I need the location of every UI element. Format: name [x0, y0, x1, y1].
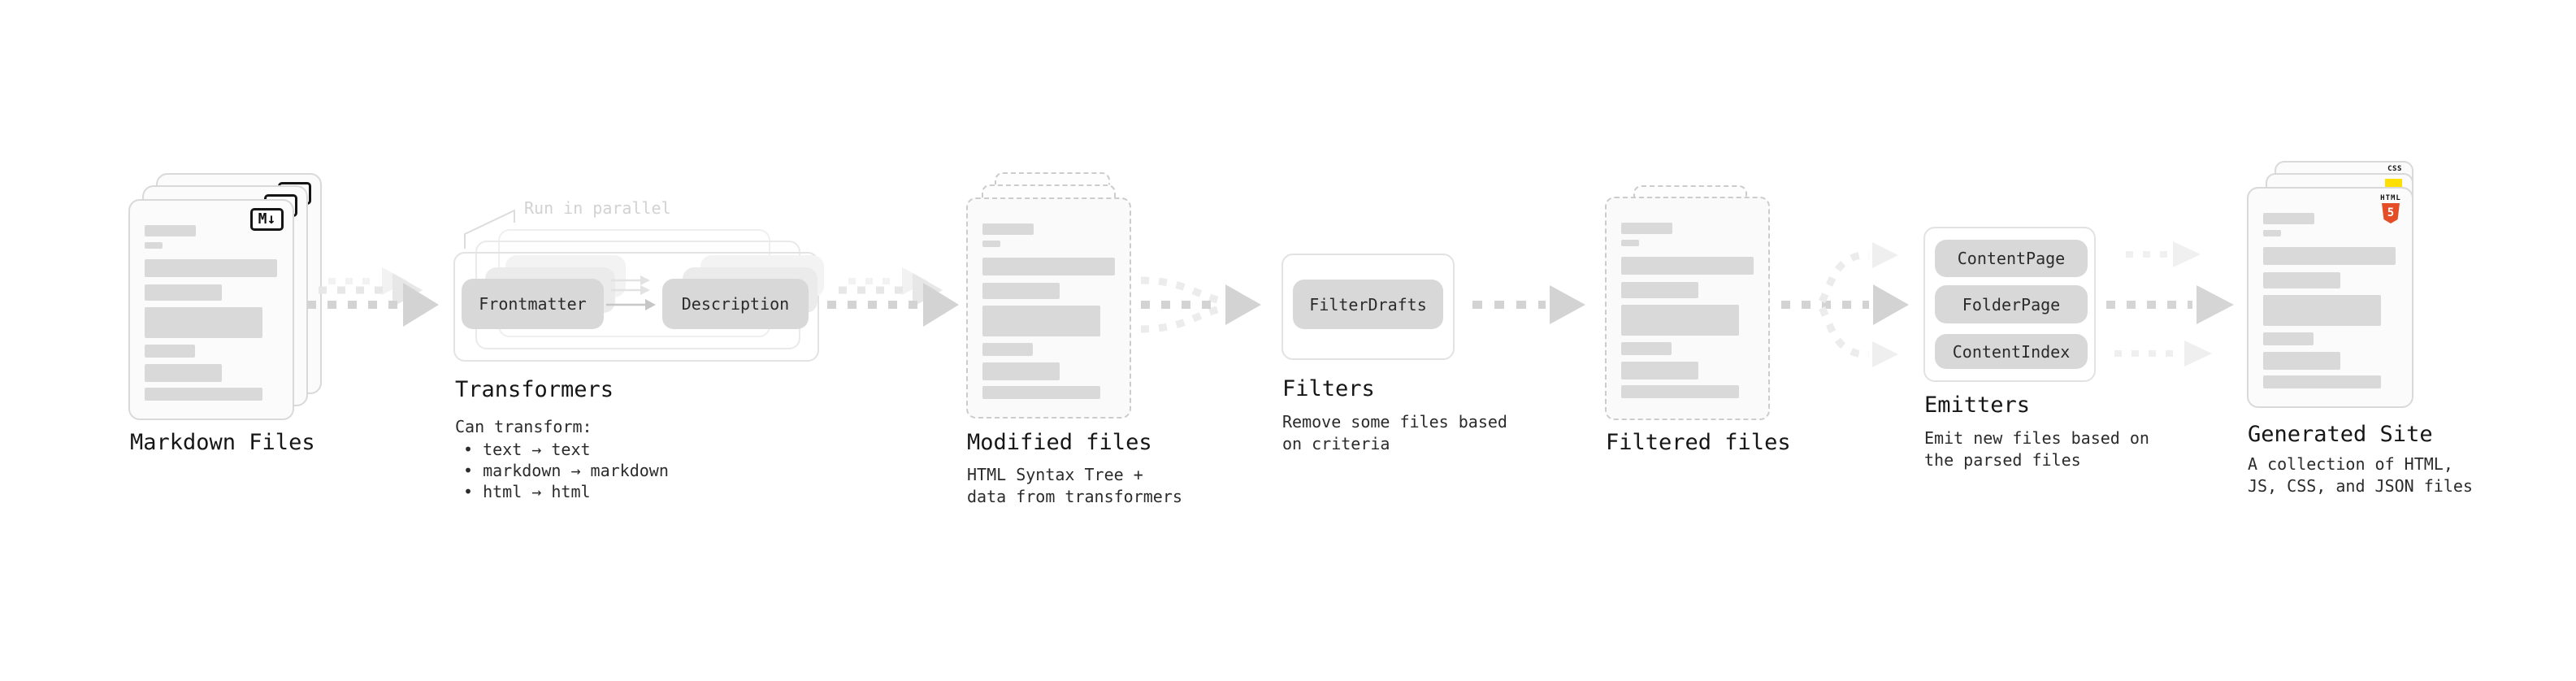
placeholder-bar	[2263, 272, 2340, 288]
doc-content-bars	[982, 223, 1115, 399]
generated-site-stack: CSS HTML 5	[2247, 161, 2418, 413]
placeholder-bar	[982, 343, 1033, 356]
placeholder-bar	[145, 284, 222, 301]
doc-content-bars	[145, 225, 277, 401]
placeholder-bar	[1621, 342, 1672, 355]
placeholder-bar	[982, 386, 1100, 399]
placeholder-bar	[1621, 282, 1698, 298]
filterdrafts-pill: FilterDrafts	[1293, 280, 1443, 329]
placeholder-bar	[982, 223, 1034, 235]
placeholder-bar	[145, 225, 196, 236]
markdown-file-card: M↓	[128, 199, 294, 420]
placeholder-bar	[1621, 240, 1639, 246]
placeholder-bar	[982, 258, 1115, 275]
subtitle-line: JS, CSS, and JSON files	[2248, 476, 2473, 496]
arrow-modified-to-filters	[1140, 276, 1261, 333]
contentindex-pill: ContentIndex	[1935, 334, 2088, 369]
subtitle-line: on criteria	[1282, 434, 1390, 453]
stage-title-filtered: Filtered files	[1606, 430, 1791, 455]
emitters-box: ContentPage FolderPage ContentIndex	[1923, 227, 2096, 382]
placeholder-bar	[145, 364, 222, 382]
doc-content-bars	[1621, 223, 1754, 398]
css-icon-label: CSS	[2387, 165, 2402, 173]
emitters-subtitle: Emit new files based on the parsed files	[1924, 427, 2149, 471]
transform-bullet: • markdown → markdown	[463, 461, 669, 480]
stage-title-modified: Modified files	[967, 430, 1152, 455]
placeholder-bar	[2263, 332, 2314, 345]
html-file-card: HTML 5	[2247, 187, 2413, 408]
transformer-container	[453, 252, 819, 362]
stage-title-transformers: Transformers	[455, 377, 614, 402]
placeholder-bar	[145, 345, 195, 358]
markdown-icon: M↓	[250, 208, 284, 231]
transform-bullet: • text → text	[463, 440, 591, 459]
subtitle-line: HTML Syntax Tree +	[967, 465, 1143, 484]
filters-box: FilterDrafts	[1281, 254, 1455, 360]
placeholder-bar	[145, 242, 163, 249]
placeholder-bar	[1621, 257, 1754, 275]
run-in-parallel-note: Run in parallel	[524, 198, 671, 218]
placeholder-bar	[1621, 223, 1672, 234]
html5-icon: HTML 5	[2380, 194, 2401, 223]
placeholder-bar	[145, 259, 277, 277]
placeholder-bar	[1621, 362, 1698, 380]
subtitle-line: Emit new files based on	[1924, 428, 2149, 448]
subtitle-line: Remove some files based	[1282, 412, 1507, 432]
transformers-heading: Can transform:	[455, 417, 592, 436]
placeholder-bar	[982, 283, 1060, 299]
generated-subtitle: A collection of HTML, JS, CSS, and JSON …	[2248, 453, 2473, 497]
stage-title-generated: Generated Site	[2248, 422, 2433, 447]
transformers-bullet-list: • text → text • markdown → markdown • ht…	[463, 439, 669, 502]
arrow-filters-to-filtered	[1472, 285, 1585, 324]
contentpage-pill: ContentPage	[1935, 240, 2088, 277]
stage-title-emitters: Emitters	[1924, 393, 2031, 418]
placeholder-bar	[2263, 375, 2381, 388]
arrow-transformers-to-modified	[827, 267, 959, 327]
modified-subtitle: HTML Syntax Tree + data from transformer…	[967, 464, 1182, 508]
html5-icon-label: HTML	[2380, 194, 2401, 202]
placeholder-bar	[982, 362, 1060, 380]
modified-files-stack	[966, 172, 1133, 420]
folderpage-pill: FolderPage	[1935, 285, 2088, 323]
transformers-visual: Frontmatter Description	[452, 228, 826, 370]
doc-content-bars	[2263, 213, 2396, 388]
frontmatter-pill: Frontmatter	[462, 279, 604, 329]
filtered-files-stack	[1605, 185, 1772, 421]
arrow-markdown-to-transformers	[307, 267, 439, 327]
filters-subtitle: Remove some files based on criteria	[1282, 411, 1507, 455]
placeholder-bar	[2263, 213, 2314, 224]
subtitle-line: the parsed files	[1924, 450, 2081, 470]
arrow-emitters-to-generated	[2106, 241, 2234, 367]
placeholder-bar	[2263, 247, 2396, 265]
js-icon	[2385, 179, 2402, 188]
modified-file-card	[966, 197, 1131, 419]
placeholder-bar	[145, 388, 262, 401]
subtitle-line: A collection of HTML,	[2248, 454, 2453, 474]
placeholder-bar	[1621, 305, 1739, 336]
placeholder-bar	[2263, 230, 2281, 236]
html5-icon-shield: 5	[2382, 203, 2400, 223]
placeholder-bar	[145, 307, 262, 338]
description-pill: Description	[662, 279, 809, 329]
placeholder-bar	[1621, 385, 1739, 398]
stage-title-markdown: Markdown Files	[130, 430, 315, 455]
markdown-files-stack: M↓ M↓ M↓	[128, 173, 323, 425]
transform-bullet: • html → html	[463, 482, 591, 501]
placeholder-bar	[982, 306, 1100, 336]
arrow-filtered-to-emitters	[1781, 242, 1909, 367]
placeholder-bar	[982, 241, 1000, 247]
subtitle-line: data from transformers	[967, 487, 1182, 506]
placeholder-bar	[2263, 295, 2381, 326]
placeholder-bar	[2263, 352, 2340, 370]
filtered-file-card	[1605, 197, 1770, 420]
stage-title-filters: Filters	[1282, 376, 1375, 401]
